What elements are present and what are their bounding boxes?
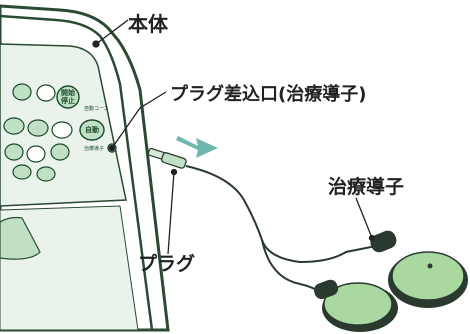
control-panel: 開始 停止 自動 自動コース 治療導子	[3, 83, 117, 182]
auto-button[interactable]	[79, 119, 105, 141]
callout-body: 本体	[128, 12, 168, 36]
mode-button-c[interactable]	[51, 121, 73, 139]
menu-button[interactable]	[36, 84, 56, 102]
insert-arrow	[176, 136, 218, 158]
mode-button-d[interactable]	[4, 143, 24, 161]
svg-text:停止: 停止	[61, 96, 75, 105]
mode-button-h[interactable]	[36, 166, 56, 182]
electrode-pad-right	[370, 230, 468, 308]
leader-body-dot	[92, 40, 100, 48]
leader-lines	[92, 19, 376, 255]
auto-label: 自動	[85, 125, 99, 134]
leader-plug	[167, 171, 175, 255]
mode-button-g[interactable]	[12, 164, 32, 180]
electrode-pad-left	[313, 279, 398, 332]
mode-button-f[interactable]	[50, 143, 70, 161]
course-label: 自動コース	[84, 105, 109, 112]
start-stop-button[interactable]	[56, 85, 80, 109]
callout-electrode-pads: 治療導子	[328, 176, 405, 198]
mode-button-e[interactable]	[26, 145, 46, 163]
leader-jack	[111, 91, 167, 149]
callout-plug-jack: プラグ差込口(治療導子)	[170, 84, 367, 105]
mode-button-b[interactable]	[27, 119, 49, 137]
plug	[147, 147, 187, 169]
mode-button-a[interactable]	[3, 117, 25, 135]
leader-pads	[355, 197, 373, 239]
leader-body	[95, 19, 129, 45]
jack-small-label: 治療導子	[84, 145, 104, 152]
power-button[interactable]	[12, 83, 32, 101]
callout-plug: プラグ	[138, 253, 196, 275]
start-stop-label: 開始	[61, 88, 75, 97]
